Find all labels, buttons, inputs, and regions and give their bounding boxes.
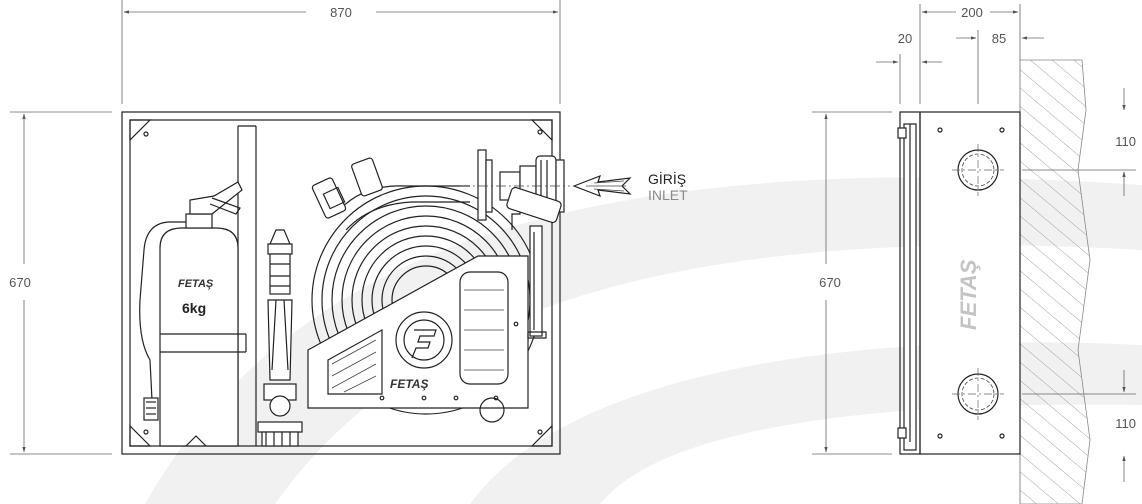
extinguisher-capacity-label: 6kg (182, 300, 206, 316)
inlet-valve (460, 149, 570, 339)
fire-extinguisher: FETAŞ 6kg (139, 181, 247, 447)
side-thickness-dimension: 20 (876, 31, 942, 104)
hose-connection (311, 157, 470, 231)
side-hole-bottom (952, 368, 1004, 420)
inlet-label-turkish: GİRİŞ (648, 170, 686, 187)
side-offset-dimension: 85 (956, 30, 1044, 104)
inlet-arrow (572, 174, 632, 198)
side-offset-value: 85 (992, 31, 1006, 46)
front-height-dimension: 670 (9, 111, 112, 455)
side-hole-top (952, 144, 1004, 196)
front-width-value: 870 (330, 5, 352, 20)
side-depth-value: 200 (961, 5, 983, 20)
hole-top-value: 110 (1115, 134, 1136, 149)
hole-top-dimension: 110 (1022, 88, 1136, 196)
side-logo: FETAŞ (956, 259, 981, 330)
side-height-dimension: 670 (812, 111, 892, 455)
hole-bottom-dimension: 110 (1022, 370, 1136, 482)
cabinet-outer-frame (121, 111, 561, 455)
side-depth-dimension: 200 (919, 4, 1021, 104)
hose-nozzle (257, 229, 303, 447)
hole-bottom-value: 110 (1115, 416, 1136, 431)
front-view: FETAŞ 6kg (9, 0, 688, 455)
side-thickness-value: 20 (898, 31, 912, 46)
cabinet-inner-frame (129, 119, 553, 447)
wall-hatch (1019, 59, 1091, 504)
extinguisher-logo: FETAŞ (178, 278, 214, 290)
front-width-dimension: 870 (121, 0, 561, 104)
side-height-value: 670 (819, 275, 841, 290)
inlet-label-english: INLET (648, 187, 688, 203)
front-height-value: 670 (9, 275, 31, 290)
reel-logo: FETAŞ (390, 377, 428, 391)
side-view: FETAŞ 670 200 20 85 (812, 4, 1136, 504)
side-cabinet-body (919, 111, 1021, 455)
